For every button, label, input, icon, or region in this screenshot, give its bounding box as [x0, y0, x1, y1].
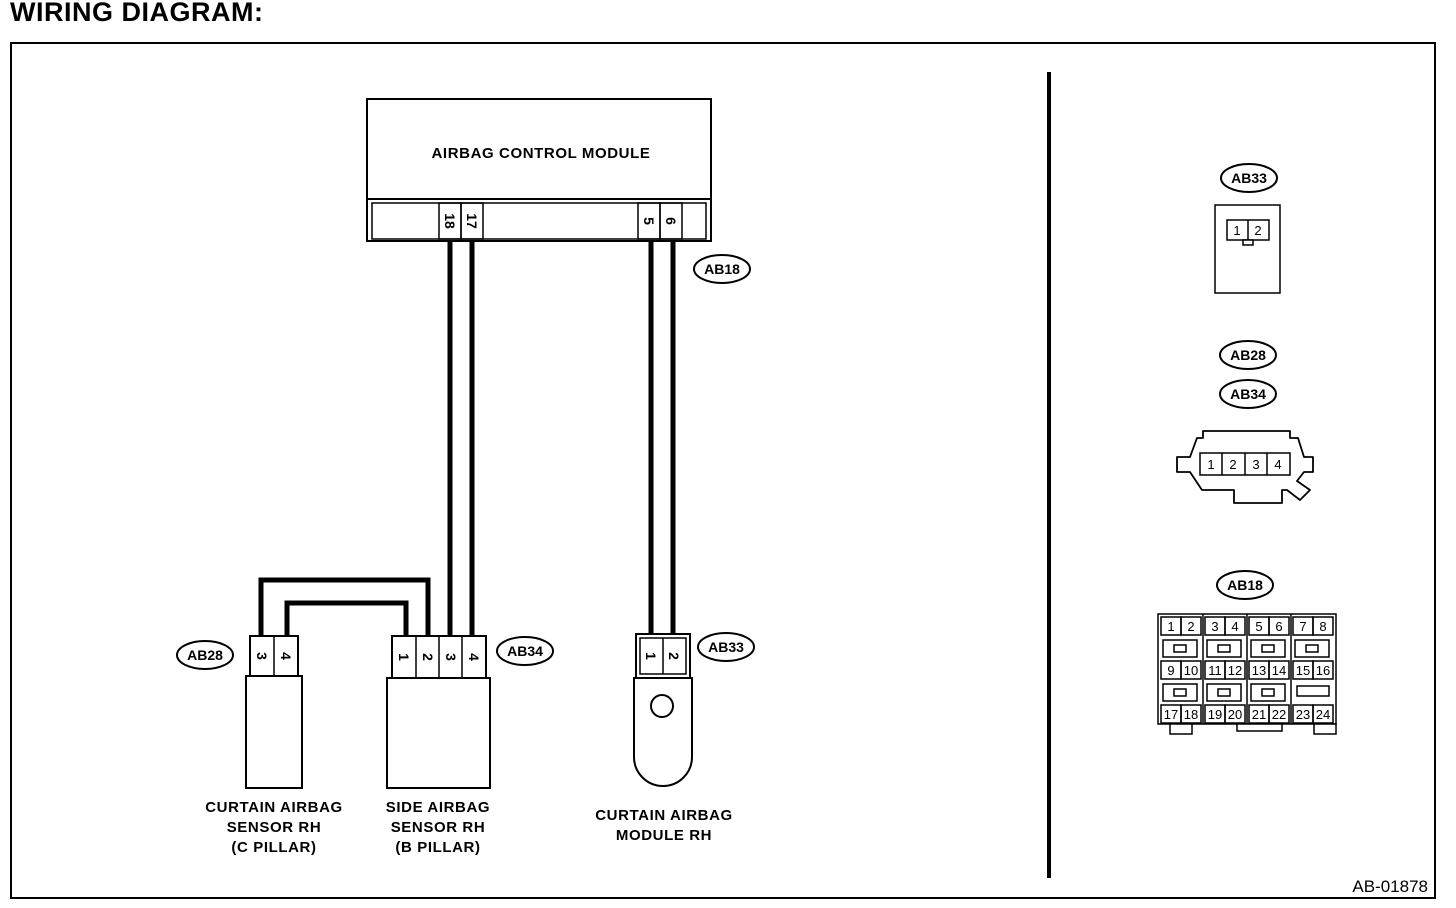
legend-ab18-pin-12: 12 [1228, 663, 1242, 678]
legend-ab18-pin-9: 9 [1167, 663, 1174, 678]
legend-ab18-pin-7: 7 [1299, 619, 1306, 634]
module-pin-18: 18 [442, 213, 458, 229]
legend-ab18-pin-14: 14 [1272, 663, 1286, 678]
legend-ab18-pin-2: 2 [1187, 619, 1194, 634]
legend-ab18-pin-23: 23 [1296, 707, 1310, 722]
curtain-module-label-2: MODULE RH [616, 827, 712, 844]
legend-ab28-34-pin-4: 4 [1274, 457, 1281, 472]
legend-ab28-ab34: AB28 AB34 1 2 3 4 [1176, 340, 1314, 504]
reference-code: AB-01878 [1352, 877, 1428, 896]
legend-ab18-pin-10: 10 [1184, 663, 1198, 678]
tag-ab34: AB34 [496, 636, 554, 666]
tag-ab18-module: AB18 [693, 254, 751, 284]
curtain-sensor-label-3: (C PILLAR) [231, 839, 316, 856]
svg-text:AB18: AB18 [704, 261, 740, 277]
legend-ab18-pin-20: 20 [1228, 707, 1242, 722]
legend-ab28-34-pin-2: 2 [1229, 457, 1236, 472]
legend-ab18-pin-24: 24 [1316, 707, 1330, 722]
legend-ab18-pin-5: 5 [1255, 619, 1262, 634]
ab34-pin-1: 1 [396, 653, 412, 661]
module-pin-5: 5 [641, 217, 657, 225]
legend-ab28-34-pin-1: 1 [1207, 457, 1214, 472]
ab33-pin-1: 1 [643, 652, 659, 660]
svg-text:AB33: AB33 [708, 639, 744, 655]
legend-ab18-pin-3: 3 [1211, 619, 1218, 634]
curtain-airbag-module: 1 2 CURTAIN AIRBAG MODULE RH [595, 633, 733, 844]
legend-ab33: AB33 1 2 [1214, 163, 1281, 294]
ab34-pin-2: 2 [420, 653, 436, 661]
legend-ab33-pin-1: 1 [1233, 223, 1240, 238]
wires [258, 241, 676, 640]
curtain-module-label-1: CURTAIN AIRBAG [595, 807, 733, 824]
legend-ab18-pin-15: 15 [1296, 663, 1310, 678]
legend-ab28-tag: AB28 [1230, 347, 1266, 363]
legend-ab18-tag: AB18 [1227, 577, 1263, 593]
ab34-pin-4: 4 [466, 653, 482, 661]
ab34-pin-3: 3 [443, 653, 459, 661]
side-sensor-label-2: SENSOR RH [391, 819, 486, 836]
legend-ab18-pin-22: 22 [1272, 707, 1286, 722]
airbag-control-module: AIRBAG CONTROL MODULE 18 17 5 6 [366, 98, 712, 242]
page-title: WIRING DIAGRAM: [10, 0, 264, 27]
legend-ab18-pin-6: 6 [1275, 619, 1282, 634]
wire-ab34pin1-ab28pin4 [284, 600, 409, 640]
legend-ab18-pin-8: 8 [1319, 619, 1326, 634]
curtain-airbag-sensor: 3 4 CURTAIN AIRBAG SENSOR RH (C PILLAR) [205, 635, 343, 856]
side-airbag-sensor: 1 2 3 4 SIDE AIRBAG SENSOR RH (B PILLAR) [386, 635, 491, 856]
legend-ab18-pin-11: 11 [1208, 663, 1222, 678]
legend-ab34-tag: AB34 [1230, 386, 1266, 402]
legend-ab18-pin-19: 19 [1208, 707, 1222, 722]
side-sensor-label-1: SIDE AIRBAG [386, 799, 490, 816]
side-sensor-label-3: (B PILLAR) [395, 839, 480, 856]
legend-ab28-34-pin-3: 3 [1252, 457, 1259, 472]
ab33-pin-2: 2 [666, 652, 682, 660]
control-module-label: AIRBAG CONTROL MODULE [432, 145, 651, 162]
legend-ab18-pin-1: 1 [1167, 619, 1174, 634]
ab28-pin-4: 4 [278, 652, 294, 660]
diagram-frame [10, 42, 1436, 899]
svg-text:AB28: AB28 [187, 647, 223, 663]
legend-ab33-pin-2: 2 [1254, 223, 1261, 238]
legend-ab18-pin-17: 17 [1164, 707, 1178, 722]
curtain-sensor-label-2: SENSOR RH [227, 819, 322, 836]
curtain-sensor-label-1: CURTAIN AIRBAG [205, 799, 343, 816]
svg-text:AB34: AB34 [507, 643, 543, 659]
legend-ab18-pin-16: 16 [1316, 663, 1330, 678]
tag-ab33: AB33 [697, 632, 755, 662]
module-pin-6: 6 [663, 217, 679, 225]
legend-ab33-tag: AB33 [1231, 170, 1267, 186]
wire-ab34pin2-ab28pin3 [258, 577, 431, 640]
legend-ab18-pin-21: 21 [1252, 707, 1266, 722]
legend-ab18-pin-13: 13 [1252, 663, 1266, 678]
module-pin-17: 17 [464, 213, 480, 229]
legend-ab18: AB18 [1157, 570, 1337, 735]
tag-ab28: AB28 [176, 640, 234, 670]
legend-ab18-pin-18: 18 [1184, 707, 1198, 722]
ab28-pin-3: 3 [254, 652, 270, 660]
legend-ab18-pin-4: 4 [1231, 619, 1238, 634]
